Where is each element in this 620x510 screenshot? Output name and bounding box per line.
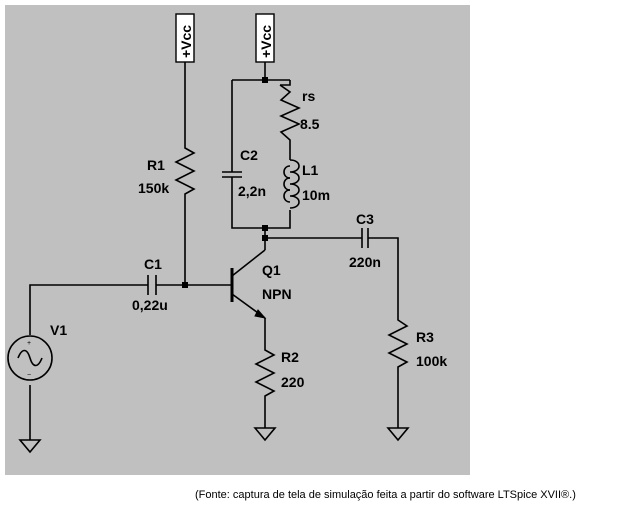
capacitor-c3: C3 220n xyxy=(349,211,381,270)
r1-value: 150k xyxy=(138,180,169,196)
r2-name: R2 xyxy=(281,349,299,365)
inductor-l1: L1 10m xyxy=(283,159,330,209)
resistor-rs: rs 8.5 xyxy=(279,84,320,148)
ground-r3 xyxy=(386,427,410,442)
resistor-r2: R2 220 xyxy=(254,342,305,398)
wires xyxy=(29,62,399,440)
r3-name: R3 xyxy=(416,329,434,345)
c1-value: 0,22u xyxy=(132,297,168,313)
resistor-r3: R3 100k xyxy=(387,312,447,372)
ground-r2 xyxy=(253,427,277,442)
voltage-source-v1: + − V1 xyxy=(7,322,67,381)
schematic-background xyxy=(5,5,470,475)
r3-value: 100k xyxy=(416,353,447,369)
v1-plus: + xyxy=(27,340,31,347)
q1-value: NPN xyxy=(262,286,292,302)
r1-name: R1 xyxy=(147,157,165,173)
capacitor-c1: C1 0,22u xyxy=(132,256,168,313)
circuit-schematic: +Vcc +Vcc xyxy=(5,5,470,475)
transistor-q1: Q1 NPN xyxy=(230,249,292,319)
c2-value: 2,2n xyxy=(238,183,266,199)
vcc-flag-right: +Vcc xyxy=(255,13,275,63)
figure-caption: (Fonte: captura de tela de simulação fei… xyxy=(195,489,576,501)
v1-name: V1 xyxy=(50,322,67,338)
l1-value: 10m xyxy=(302,187,330,203)
vcc-label-left: +Vcc xyxy=(178,25,194,58)
r2-value: 220 xyxy=(281,374,305,390)
resistor-r1: R1 150k xyxy=(138,140,196,200)
c1-name: C1 xyxy=(144,256,162,272)
c2-name: C2 xyxy=(240,147,258,163)
c3-value: 220n xyxy=(349,254,381,270)
q1-name: Q1 xyxy=(262,262,281,278)
ground-v1 xyxy=(18,439,42,454)
junction-dots xyxy=(182,77,268,288)
l1-name: L1 xyxy=(302,162,319,178)
rs-name: rs xyxy=(302,88,315,104)
vcc-flag-left: +Vcc xyxy=(175,13,195,63)
capacitor-c2: C2 2,2n xyxy=(222,147,266,199)
vcc-label-right: +Vcc xyxy=(258,25,274,58)
c3-name: C3 xyxy=(356,211,374,227)
rs-value: 8.5 xyxy=(300,116,320,132)
v1-minus: − xyxy=(27,372,31,379)
